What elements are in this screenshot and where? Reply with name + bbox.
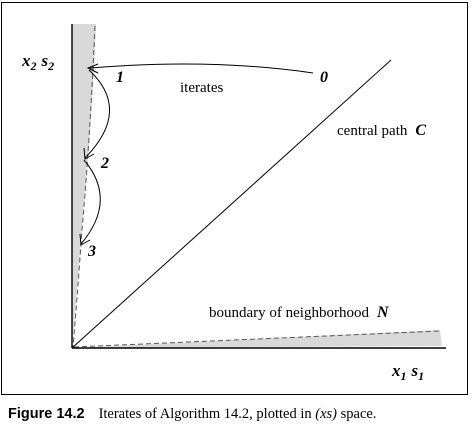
iterates-annotation: iterates <box>180 80 223 96</box>
neighborhood-boundary-horizontal <box>73 330 441 348</box>
arrowhead-2 <box>83 147 95 160</box>
caption-text-before: Iterates of Algorithm 14.2, plotted in <box>98 406 316 422</box>
neighborhood-region-vertical <box>72 24 96 348</box>
neighborhood-boundary-vertical <box>72 25 96 348</box>
iterate-arc-2-to-3 <box>80 159 101 245</box>
figure-number: Figure 14.2 <box>8 406 85 422</box>
figure-caption: Figure 14.2 Iterates of Algorithm 14.2, p… <box>8 406 376 423</box>
iterate-label-3: 3 <box>87 243 96 260</box>
iterate-label-1: 1 <box>116 69 124 86</box>
neighborhood-region-horizontal <box>72 330 442 348</box>
caption-math: (xs) <box>315 406 337 422</box>
iterate-arc-1-to-2 <box>84 69 110 159</box>
iterate-label-0: 0 <box>320 69 328 86</box>
arrowhead-1 <box>86 63 99 74</box>
iterate-label-2: 2 <box>100 155 109 172</box>
iterate-arc-0-to-1 <box>89 63 314 74</box>
central-path-line <box>71 59 392 349</box>
arrowhead-3 <box>79 233 91 246</box>
caption-text-after: space. <box>336 406 377 422</box>
